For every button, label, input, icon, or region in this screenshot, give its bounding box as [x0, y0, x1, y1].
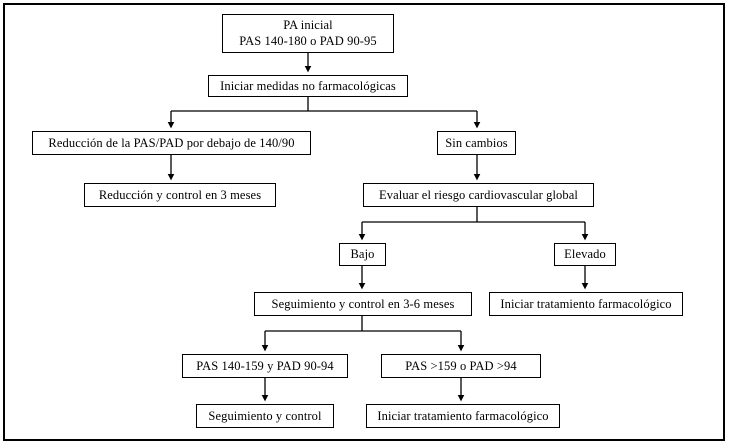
node-iniciar-tratamiento-farmacologico-alto-riesgo[interactable]: Iniciar tratamiento farmacológico — [489, 292, 683, 316]
node-reduccion-y-control-3-meses[interactable]: Reducción y control en 3 meses — [84, 183, 276, 207]
node-elevado[interactable]: Elevado — [554, 243, 616, 266]
node-evaluar-riesgo-cardiovascular-global[interactable]: Evaluar el riesgo cardiovascular global — [363, 183, 594, 207]
node-seguimiento-y-control[interactable]: Seguimiento y control — [196, 404, 334, 428]
node-pas-mayor-159-o-pad-mayor-94[interactable]: PAS >159 o PAD >94 — [381, 354, 541, 378]
node-bajo[interactable]: Bajo — [339, 243, 386, 266]
node-reduccion-pas-pad[interactable]: Reducción de la PAS/PAD por debajo de 14… — [32, 131, 311, 155]
node-pa-inicial[interactable]: PA inicial PAS 140-180 o PAD 90-95 — [222, 14, 394, 53]
diagram-outer-border — [3, 3, 725, 441]
node-iniciar-medidas-no-farmacologicas[interactable]: Iniciar medidas no farmacológicas — [208, 75, 408, 97]
node-sin-cambios[interactable]: Sin cambios — [437, 131, 516, 155]
node-seguimiento-y-control-3-6-meses[interactable]: Seguimiento y control en 3-6 meses — [254, 292, 472, 316]
node-pas-140-159-y-pad-90-94[interactable]: PAS 140-159 y PAD 90-94 — [182, 354, 348, 378]
node-iniciar-tratamiento-farmacologico-final[interactable]: Iniciar tratamiento farmacológico — [366, 404, 560, 428]
